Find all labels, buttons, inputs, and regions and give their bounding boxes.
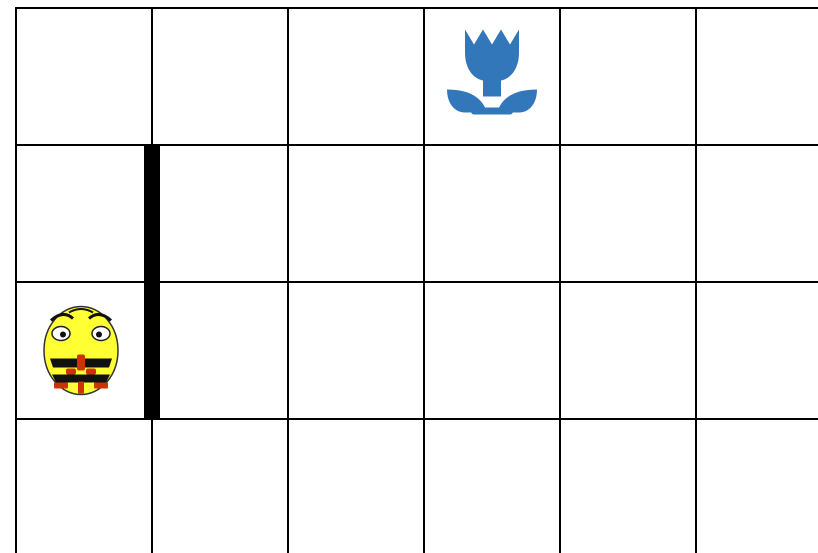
- grid-cell[interactable]: [560, 145, 696, 282]
- grid-cell[interactable]: [16, 8, 152, 145]
- grid-cell[interactable]: [152, 8, 288, 145]
- grid-cell[interactable]: [424, 282, 560, 419]
- grid-cell[interactable]: [288, 8, 424, 145]
- grid-cell[interactable]: [696, 8, 818, 145]
- grid-cell[interactable]: [696, 419, 818, 553]
- grid-cell[interactable]: [288, 282, 424, 419]
- bee-bot-icon[interactable]: [44, 307, 118, 395]
- walls: [144, 145, 160, 419]
- grid-cell[interactable]: [288, 419, 424, 553]
- grid-cell[interactable]: [16, 145, 152, 282]
- grid-cell[interactable]: [696, 282, 818, 419]
- grid-cell[interactable]: [424, 145, 560, 282]
- grid-cell[interactable]: [152, 419, 288, 553]
- grid-cell[interactable]: [152, 282, 288, 419]
- grid-cell[interactable]: [560, 8, 696, 145]
- grid-cell[interactable]: [424, 419, 560, 553]
- wall-barrier: [144, 145, 160, 419]
- grid-cells: [16, 8, 818, 553]
- grid-cell[interactable]: [560, 282, 696, 419]
- grid-cell[interactable]: [560, 419, 696, 553]
- grid-cell[interactable]: [152, 145, 288, 282]
- grid-cell[interactable]: [288, 145, 424, 282]
- grid-cell[interactable]: [696, 145, 818, 282]
- grid-cell[interactable]: [16, 419, 152, 553]
